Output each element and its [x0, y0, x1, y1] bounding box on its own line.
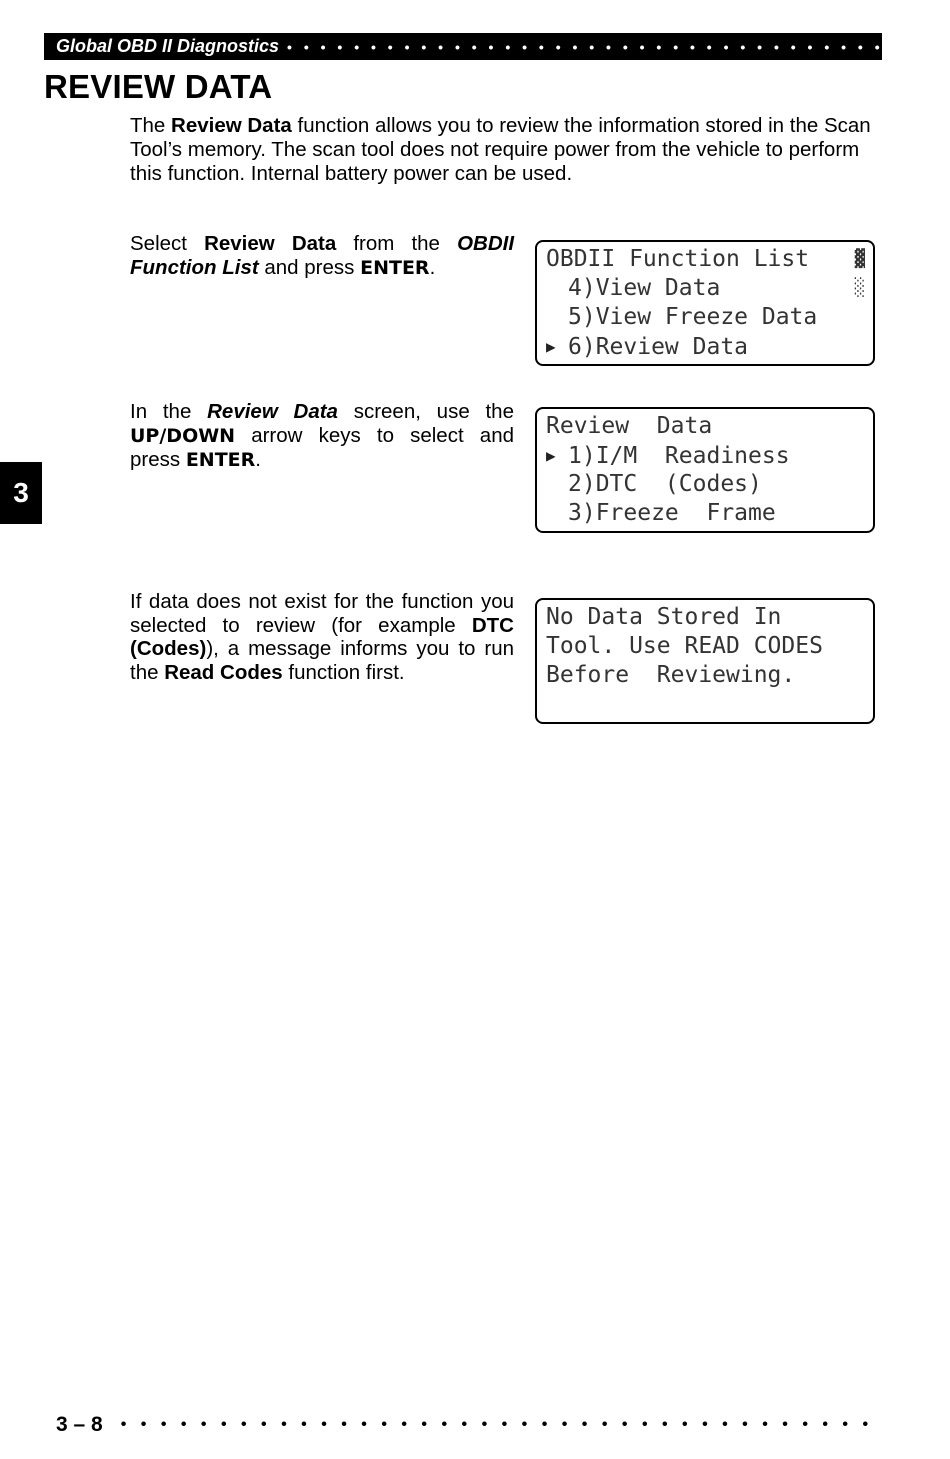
section-header: Global OBD II Diagnostics • • • • • • • …	[44, 33, 882, 60]
step-bold: Read Codes	[164, 660, 283, 684]
lcd-line: 2)DTC (Codes)	[546, 470, 873, 499]
step-bold: Review Data	[204, 232, 337, 255]
lcd-screen-no-data: No Data Stored In Tool. Use READ CODES B…	[535, 598, 875, 724]
lcd-screen-function-list: OBDII Function List ▓ 4)View Data ░ 5)View…	[535, 240, 875, 366]
lcd-line-selected: ▶ 1)I/M Readiness	[546, 441, 873, 470]
lcd-line: Review Data	[546, 412, 873, 441]
step-bold: DTC (Codes)	[130, 613, 514, 661]
lcd-line: Before Reviewing.	[546, 661, 873, 690]
scroll-bar-icon: ░	[854, 278, 865, 298]
arrow-right-icon: ▶	[546, 446, 556, 465]
lcd-text: Tool. Use READ CODES	[546, 633, 823, 659]
lcd-text: OBDII Function List	[546, 246, 810, 272]
step-text: arrow keys to select and press	[130, 423, 514, 472]
step-3-instruction: If data does not exist for the function …	[130, 590, 514, 684]
step-bold-italic: Review Data	[207, 400, 338, 423]
page-footer: 3 – 8 • • • • • • • • • • • • • • • • • …	[56, 1410, 882, 1440]
lcd-text: Before Reviewing.	[546, 662, 796, 688]
section-title: Global OBD II Diagnostics	[56, 36, 280, 56]
lcd-line: OBDII Function List ▓	[546, 245, 873, 274]
page-number: 3 – 8	[56, 1413, 103, 1436]
page-title: REVIEW DATA	[44, 68, 273, 105]
lcd-text: 4)View Data	[568, 275, 721, 301]
lcd-line: 4)View Data ░	[546, 274, 873, 303]
step-text: .	[255, 448, 261, 471]
step-text: .	[429, 255, 436, 279]
lcd-text: 6)Review Data	[568, 334, 749, 360]
step-text: Select	[130, 232, 205, 255]
scroll-bar-icon: ▓	[854, 249, 865, 269]
lcd-screen-review-data: Review Data ▶ 1)I/M Readiness 2)DTC (Code…	[535, 407, 875, 533]
step-1-instruction: Select Review Data from the OBDII Functi…	[130, 232, 514, 280]
chapter-tab: 3	[0, 462, 42, 524]
step-2-instruction: In the Review Data screen, use the UP/DO…	[130, 400, 514, 473]
lcd-line: 3)Freeze Frame	[546, 499, 873, 528]
lcd-line: Tool. Use READ CODES	[546, 632, 873, 661]
arrow-right-icon: ▶	[546, 337, 556, 356]
step-text: function first.	[282, 660, 405, 684]
lcd-text: 2)DTC (Codes)	[568, 471, 762, 497]
intro-paragraph: The Review Data function allows you to r…	[130, 114, 882, 186]
footer-dot-leader: • • • • • • • • • • • • • • • • • • • • …	[120, 1416, 882, 1433]
lcd-text: 3)Freeze Frame	[568, 500, 776, 526]
step-text: If data does not exist for the function …	[130, 590, 514, 637]
lcd-text: 5)View Freeze Data	[568, 304, 818, 330]
lcd-text: 1)I/M Readiness	[568, 443, 790, 469]
lcd-line: No Data Stored In	[546, 603, 873, 632]
step-text: ), a message informs you to run the	[130, 637, 514, 684]
lcd-text: No Data Stored In	[546, 604, 782, 630]
intro-text: The	[130, 114, 172, 137]
step-text: In the	[130, 400, 208, 423]
lcd-line: 5)View Freeze Data	[546, 303, 873, 332]
lcd-text: Review Data	[546, 413, 713, 439]
step-text: from the	[336, 232, 458, 255]
intro-bold: Review Data	[171, 114, 292, 137]
enter-key-label: ENTER	[185, 449, 256, 471]
intro-text: function allows you to review the inform…	[130, 114, 871, 185]
enter-key-label: ENTER	[360, 256, 430, 279]
header-dot-leader: • • • • • • • • • • • • • • • • • • • • …	[287, 38, 882, 55]
step-text: screen, use the	[337, 400, 514, 423]
step-bold-italic: OBDII Function List	[130, 232, 515, 279]
lcd-line-selected: ▶ 6)Review Data	[546, 332, 873, 361]
step-text: and press	[258, 255, 361, 279]
up-down-key-label: UP/DOWN	[130, 424, 236, 447]
